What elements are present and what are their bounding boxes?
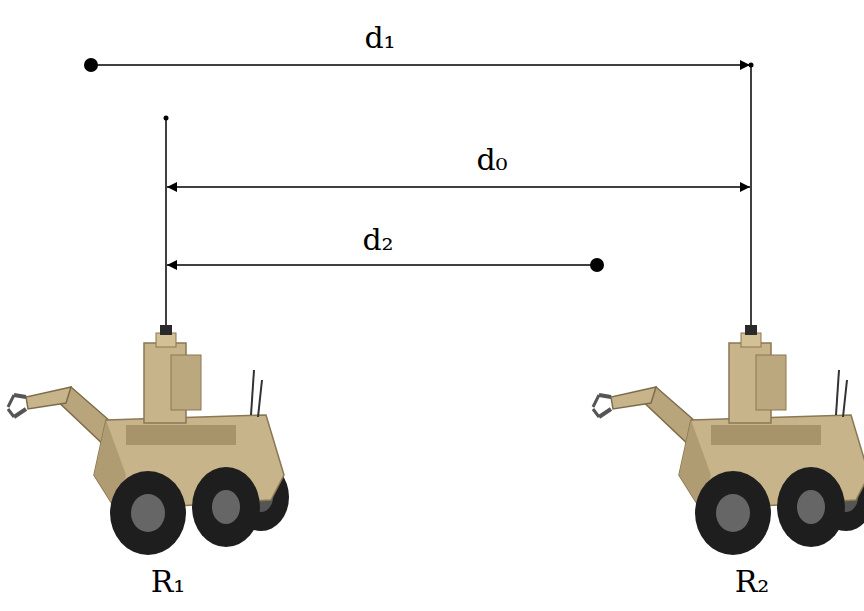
robot-label: R₂: [735, 567, 770, 597]
dimension-label: d₁: [364, 23, 395, 53]
dimension-label: d₂: [362, 225, 393, 255]
robot-label: R₁: [151, 567, 186, 597]
robot-illustration: [8, 325, 289, 555]
dimension-label: d₀: [476, 145, 507, 175]
robot-illustration: [593, 325, 864, 555]
